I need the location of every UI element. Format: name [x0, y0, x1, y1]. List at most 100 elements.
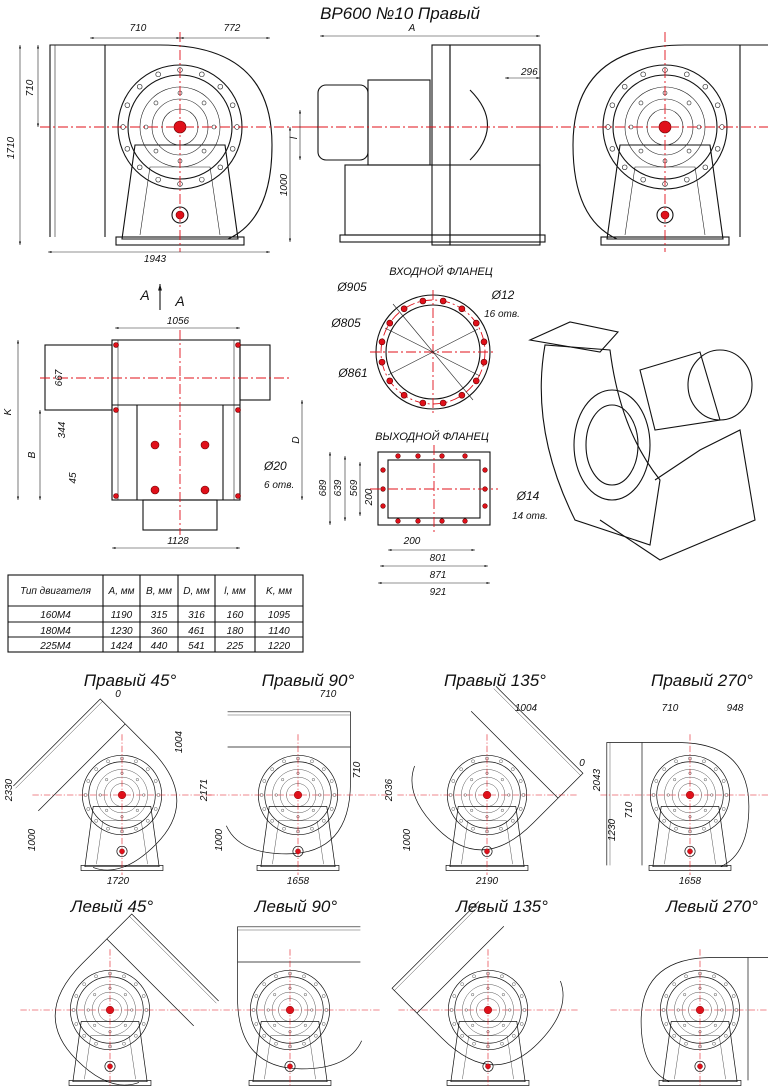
- flange-bolt: [302, 974, 306, 979]
- table-border: [7, 574, 304, 653]
- flange-bolt: [712, 1041, 716, 1046]
- frame-inner: [117, 339, 235, 501]
- table-header: Тип двигателя: [20, 586, 92, 597]
- hub-bolt: [281, 808, 285, 812]
- flange-bolt: [310, 826, 314, 831]
- hub-bolt: [673, 778, 677, 782]
- orientation-dimension: 1230: [607, 818, 618, 841]
- dimension-label: 689: [318, 479, 329, 496]
- flange-bolt: [471, 826, 475, 831]
- flange-hole: [380, 467, 386, 473]
- flange-bolt: [472, 1041, 476, 1046]
- flange-bolt: [314, 1034, 318, 1038]
- flange-bolt: [500, 974, 504, 979]
- frame-hole: [235, 493, 241, 499]
- flange-hole: [419, 297, 427, 305]
- orientation-dimension: 710: [352, 761, 363, 778]
- flange-hole: [458, 305, 466, 313]
- fan-housing: [411, 686, 584, 851]
- scroll-housing: [237, 926, 363, 1070]
- table-cell: 1095: [268, 610, 291, 621]
- hub-bolt: [703, 808, 707, 812]
- inlet-flange: [370, 290, 496, 414]
- orientation-dimension: 2171: [199, 779, 210, 802]
- dimension-label: Ø805: [330, 316, 361, 330]
- drawing-title: ВР600 №10 Правый: [320, 4, 480, 23]
- flange-bolt: [321, 1022, 326, 1026]
- flange-bolt: [662, 767, 666, 771]
- flange-hole: [439, 399, 447, 407]
- hub-bolt: [105, 808, 109, 812]
- orientation-label: Правый 270°: [651, 671, 753, 690]
- flange-bolt: [254, 1022, 259, 1026]
- hub-bolt: [303, 993, 307, 997]
- housing-edge: [15, 701, 103, 789]
- hub-bolt: [471, 993, 475, 997]
- fan-orientation-right: [600, 734, 768, 876]
- flange-hole: [400, 391, 408, 399]
- stand: [252, 1021, 328, 1083]
- hub-bolt: [281, 778, 285, 782]
- flange-bolt: [134, 1034, 138, 1038]
- table-cell: 360: [151, 626, 168, 637]
- hub-bolt: [686, 148, 692, 154]
- dimension-label: 14 отв.: [512, 511, 548, 522]
- dimension-label: B: [27, 451, 38, 458]
- hub-bolt: [673, 808, 677, 812]
- orientation-dimension: 1658: [679, 876, 702, 887]
- scroll-housing: [225, 711, 351, 855]
- dimension-label: 1710: [6, 136, 17, 159]
- flange-bolt: [329, 807, 334, 811]
- frame-hole: [235, 342, 241, 348]
- hub-bolt: [500, 808, 504, 812]
- flange-bolt: [460, 982, 464, 986]
- fan-housing: [237, 926, 363, 1070]
- hub-bolt: [135, 808, 139, 812]
- flange-bolt: [714, 819, 718, 823]
- flange-bolt: [519, 994, 524, 998]
- flange-hole: [439, 518, 445, 524]
- orientation-dimension: 1004: [515, 703, 538, 714]
- flange-hole: [482, 503, 488, 509]
- frame-hole: [113, 407, 119, 413]
- flange-bolt: [322, 767, 326, 771]
- flange-bolt: [122, 1041, 126, 1046]
- flange-bolt: [684, 176, 690, 183]
- flange-bolt: [199, 71, 205, 78]
- flange-bolt: [229, 102, 236, 108]
- orientation-dimension: 1720: [107, 876, 130, 887]
- fan-orientation-left: [200, 926, 380, 1086]
- frame-hole: [113, 493, 119, 499]
- mount-hole: [150, 485, 160, 495]
- flange-bolt: [141, 994, 146, 998]
- table-cell: 1140: [268, 626, 290, 637]
- table-cell: 1220: [268, 641, 291, 652]
- flange-bolt: [724, 1034, 728, 1038]
- flange-bolt: [512, 1034, 516, 1038]
- hub-bolt: [105, 778, 109, 782]
- dimension-label: 710: [130, 23, 147, 34]
- orientation-label: Правый 135°: [444, 671, 546, 690]
- scroll-housing: [49, 44, 273, 240]
- table-cell: 180: [227, 626, 244, 637]
- flange-hole: [395, 518, 401, 524]
- fan-orientation-right: [13, 698, 212, 876]
- flange-bolt: [274, 1041, 278, 1046]
- hub-bolt: [311, 808, 315, 812]
- flange-hole: [462, 453, 468, 459]
- fan-housing: [572, 44, 768, 240]
- scroll-housing: [640, 957, 768, 1083]
- outlet-flange-line: [470, 711, 559, 799]
- table-cell: 461: [188, 626, 205, 637]
- flange-bolt: [452, 1022, 457, 1026]
- hub-bolt: [201, 100, 207, 106]
- flange-bolt: [270, 767, 274, 771]
- flange-bolt: [472, 974, 476, 979]
- scroll-housing: [411, 686, 584, 851]
- orientation-dimension: 2043: [592, 768, 603, 792]
- hub-bolt: [683, 993, 687, 997]
- flange-bolt: [86, 807, 91, 811]
- flange-bolt: [270, 819, 274, 823]
- hub-bolt: [501, 1023, 505, 1027]
- dimension-label: 921: [430, 587, 447, 598]
